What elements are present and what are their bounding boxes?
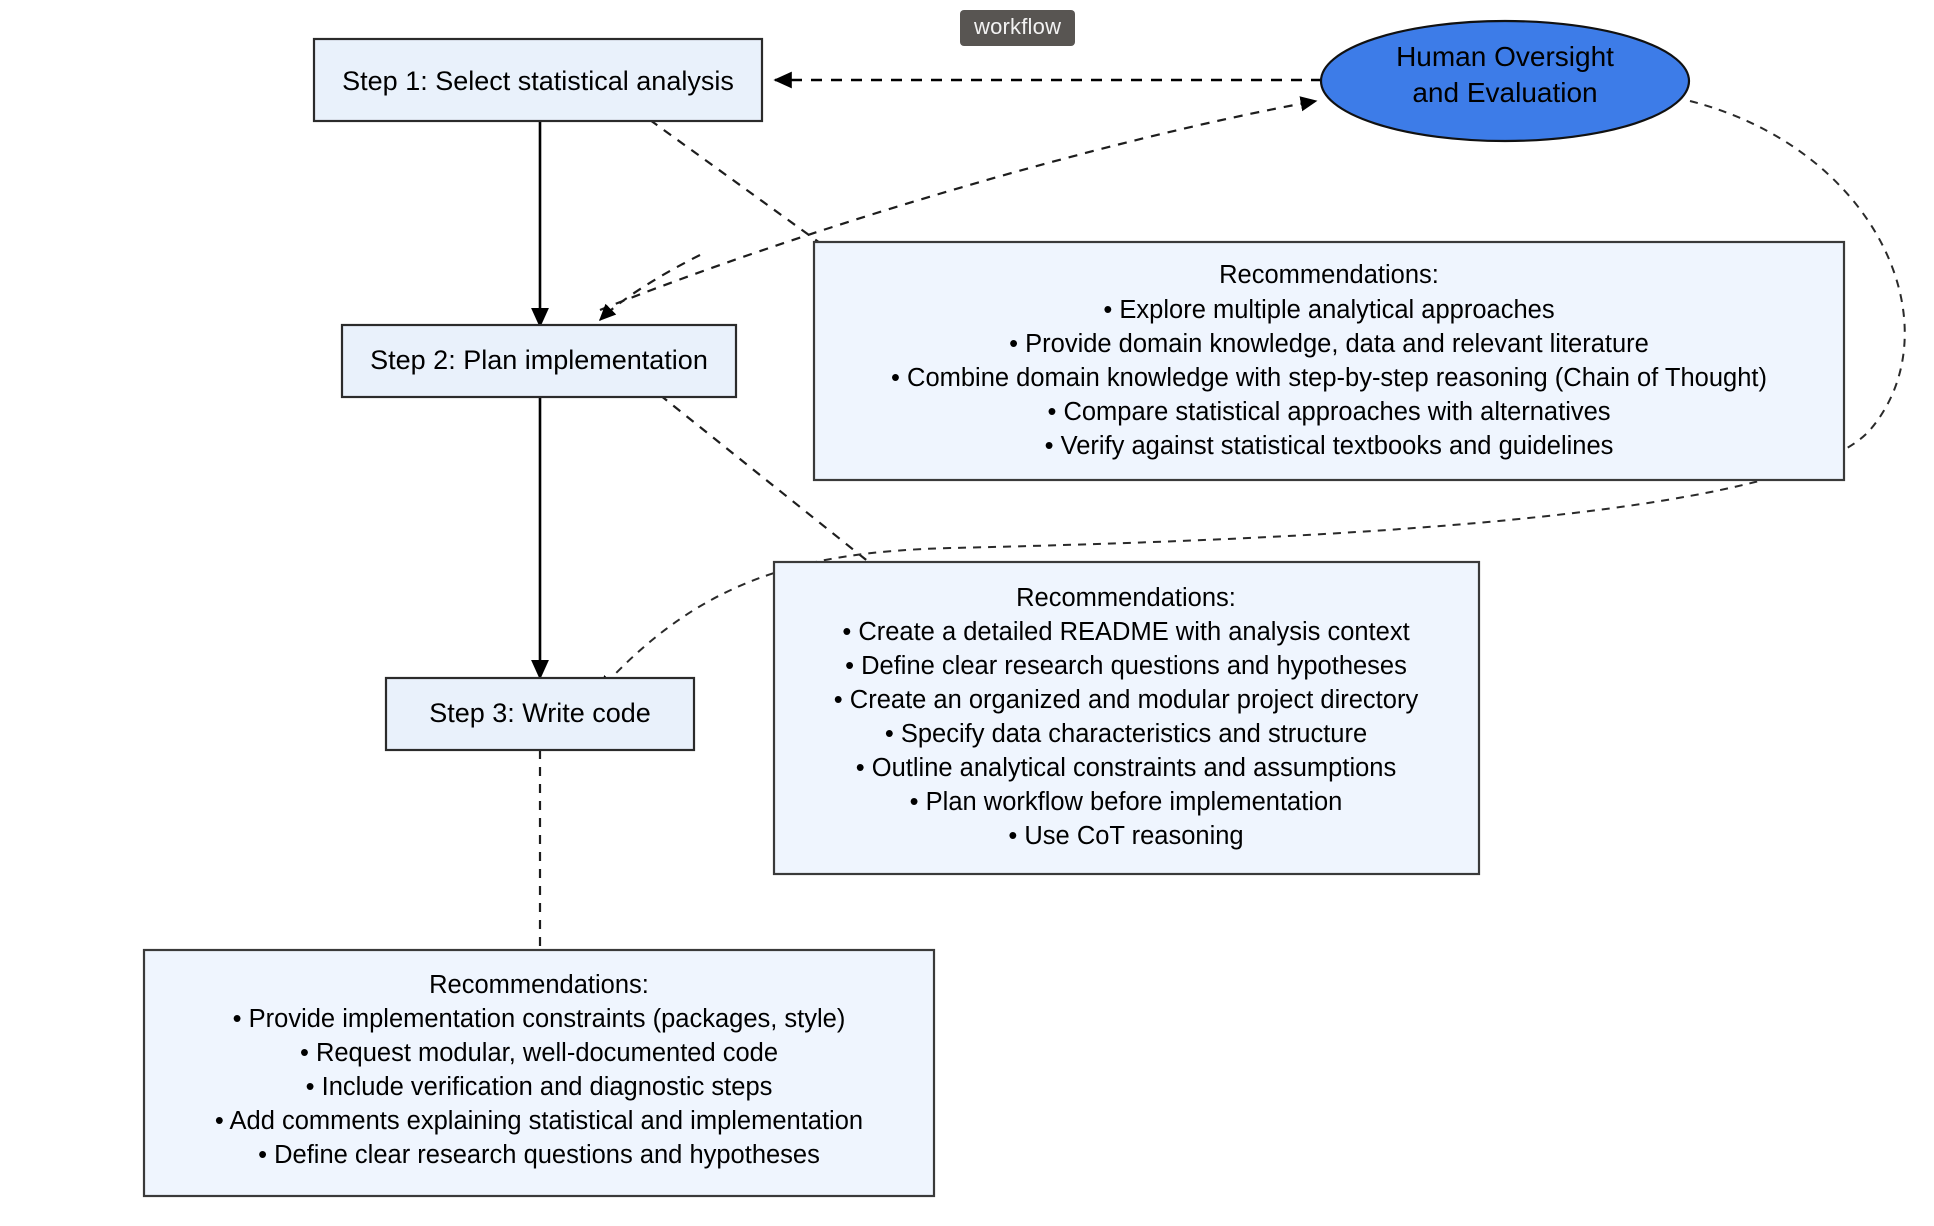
recommendations1-item: • Provide domain knowledge, data and rel… xyxy=(1009,330,1649,358)
edge-curve-into-step2 xyxy=(598,254,701,322)
recommendations3-item: • Provide implementation constraints (pa… xyxy=(233,1005,846,1033)
step3-box[interactable] xyxy=(384,676,696,752)
recommendations3-item: • Add comments explaining statistical an… xyxy=(215,1107,863,1135)
step1-box[interactable] xyxy=(312,37,764,123)
oversight-label-line2: and Evaluation xyxy=(1412,77,1597,108)
recommendations1-item: • Combine domain knowledge with step-by-… xyxy=(891,364,1767,392)
node-step1[interactable]: Step 1: Select statistical analysis xyxy=(312,37,764,123)
oversight-ellipse[interactable] xyxy=(1319,19,1691,143)
recommendations3-box[interactable] xyxy=(142,948,936,1198)
recommendations1-heading: Recommendations: xyxy=(1219,261,1439,289)
oversight-label-line1: Human Oversight xyxy=(1396,41,1614,72)
recommendations1-box[interactable] xyxy=(812,240,1846,482)
node-step2[interactable]: Step 2: Plan implementation xyxy=(340,323,738,399)
recommendations-box-step2[interactable]: Recommendations: • Create a detailed REA… xyxy=(772,560,1481,876)
recommendations-box-step1[interactable]: Recommendations: • Explore multiple anal… xyxy=(812,240,1846,482)
node-human-oversight[interactable]: Human Oversight and Evaluation xyxy=(1319,19,1691,143)
recommendations-box-step3[interactable]: Recommendations: • Provide implementatio… xyxy=(142,948,936,1198)
node-step3[interactable]: Step 3: Write code xyxy=(384,676,696,752)
edge-recommendations1-to-oversight xyxy=(599,96,1318,312)
recommendations3-item: • Request modular, well-documented code xyxy=(300,1039,778,1067)
recommendations2-item: • Outline analytical constraints and ass… xyxy=(856,754,1396,782)
recommendations2-item: • Create an organized and modular projec… xyxy=(834,686,1419,714)
recommendations3-item: • Include verification and diagnostic st… xyxy=(306,1073,773,1101)
recommendations2-item: • Create a detailed README with analysis… xyxy=(842,618,1409,646)
step2-box[interactable] xyxy=(340,323,738,399)
workflow-badge: workflow xyxy=(960,10,1076,47)
step3-label: Step 3: Write code xyxy=(429,698,651,728)
recommendations1-item: • Explore multiple analytical approaches xyxy=(1103,296,1554,324)
recommendations1-item: • Compare statistical approaches with al… xyxy=(1047,398,1610,426)
recommendations2-item: • Define clear research questions and hy… xyxy=(845,652,1407,680)
recommendations2-item: • Use CoT reasoning xyxy=(1008,822,1243,850)
recommendations2-heading: Recommendations: xyxy=(1016,584,1236,612)
recommendations2-item: • Plan workflow before implementation xyxy=(910,788,1343,816)
recommendations2-item: • Specify data characteristics and struc… xyxy=(885,720,1367,748)
step1-label: Step 1: Select statistical analysis xyxy=(342,66,734,96)
step2-label: Step 2: Plan implementation xyxy=(370,345,708,375)
edge-oversight-to-step3 xyxy=(599,100,1906,691)
recommendations3-item: • Define clear research questions and hy… xyxy=(258,1141,820,1169)
recommendations3-heading: Recommendations: xyxy=(429,971,649,999)
edge-step2-to-recommendations2 xyxy=(659,394,871,564)
recommendations1-item: • Verify against statistical textbooks a… xyxy=(1045,432,1614,460)
edge-step1-to-recommendations1 xyxy=(649,119,821,244)
recommendations2-box[interactable] xyxy=(772,560,1481,876)
